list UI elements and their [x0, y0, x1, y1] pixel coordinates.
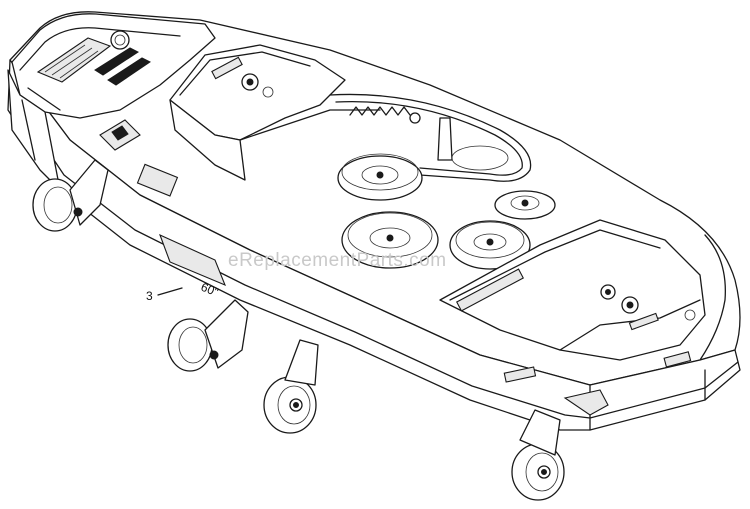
skirt-labels: 60" [136, 163, 692, 416]
left-belt-cover [7, 13, 216, 191]
gauge-wheel-left-front [167, 299, 249, 372]
gauge-wheel-left-rear [32, 159, 109, 232]
deck-size-badge: 60" [199, 280, 221, 300]
gauge-wheel-front-center [263, 339, 319, 434]
center-spindle-cover [169, 44, 381, 181]
right-spindle-pulley [449, 220, 531, 270]
callout-3: 3 [146, 287, 183, 303]
drive-belt [329, 93, 532, 182]
idler-pulley [494, 190, 556, 220]
left-spindle-pulley [341, 211, 439, 269]
gauge-wheel-front-right [511, 409, 565, 501]
callout-label: 3 [146, 289, 153, 303]
tension-spring [349, 106, 453, 161]
right-belt-cover [439, 219, 706, 361]
watermark-text: eReplacementParts.com [228, 250, 447, 271]
upper-spindle-pulley [337, 153, 423, 201]
